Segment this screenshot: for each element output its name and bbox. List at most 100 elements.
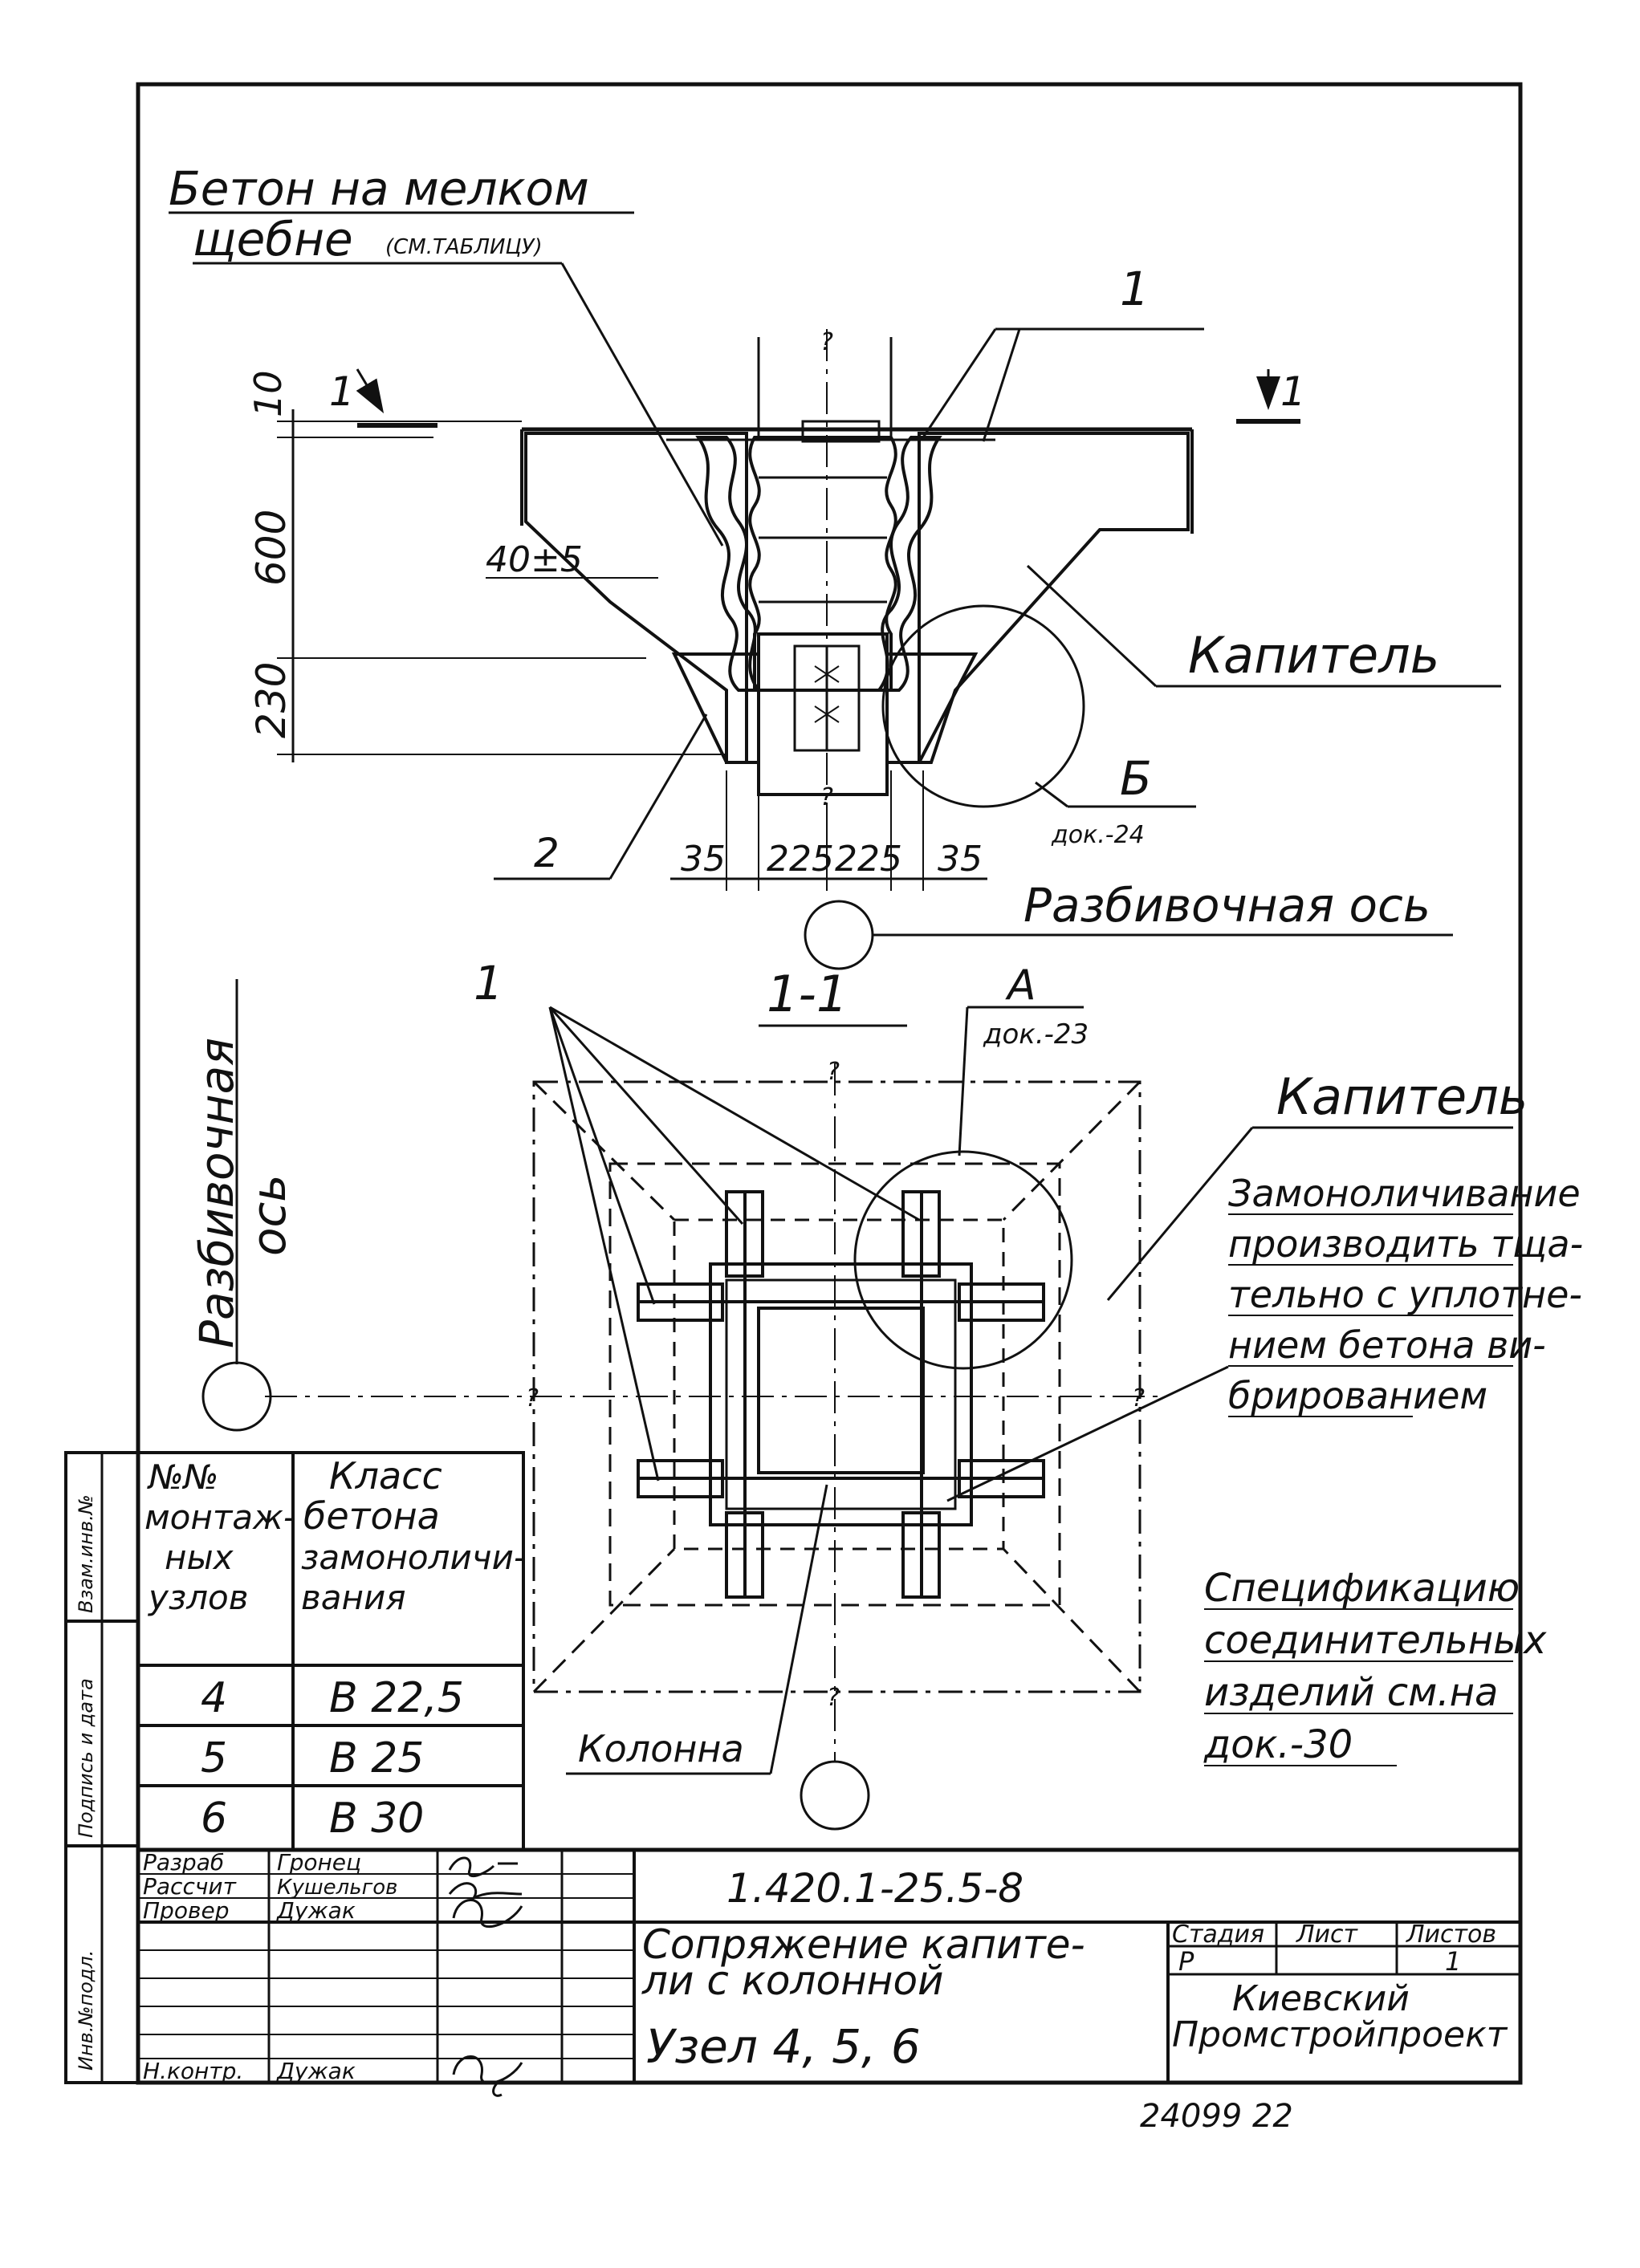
callout-capital-section: Капитель <box>1026 564 1501 688</box>
callout-detail-b: Б док.-24 <box>1051 751 1152 849</box>
grouting-line-5: брированием <box>1228 1374 1487 1417</box>
callout-column: Колонна <box>566 1484 828 1775</box>
dim-225-left: 225 <box>767 839 834 880</box>
table-row-node: 4 <box>201 1674 227 1722</box>
grouting-line-2: производить тща- <box>1228 1222 1583 1266</box>
spec-line-4: док.-30 <box>1203 1722 1353 1767</box>
dim-35-left: 35 <box>681 839 726 880</box>
side-stamp-replace: Взам.инв.№ <box>75 1494 97 1613</box>
pos1-plan-num: 1 <box>474 956 503 1010</box>
name-developer: Гронец <box>277 1849 361 1876</box>
dim-600: 600 <box>248 510 295 586</box>
concrete-ref: (СМ.ТАБЛИЦУ) <box>385 235 543 259</box>
layout-axis-h-label: Разбивочная ось <box>1023 878 1430 933</box>
plan-break-right: ? <box>1132 1384 1145 1412</box>
axis-bubble-bottom <box>800 1760 870 1831</box>
section-mark-left-num: 1 <box>329 368 355 415</box>
sheets-label: Листов <box>1406 1920 1496 1949</box>
dim-230: 230 <box>248 662 295 738</box>
column-label: Колонна <box>578 1727 744 1770</box>
section-mark-1: 1 1 <box>329 368 1306 428</box>
dim-10: 10 <box>246 370 290 417</box>
grouting-line-3: тельно с уплотне- <box>1228 1273 1582 1316</box>
section-mark-right-num: 1 <box>1280 368 1306 415</box>
detail-b-doc: док.-24 <box>1051 821 1145 849</box>
dim-225-right: 225 <box>835 839 902 880</box>
plan-view: 1-1 <box>265 965 1164 1762</box>
signature-checker <box>452 1899 523 1929</box>
layout-axis-top: Разбивочная ось <box>804 878 1453 970</box>
stage-value: Р <box>1178 1946 1194 1977</box>
node-label: Узел 4, 5, 6 <box>646 2019 921 2074</box>
stage-label: Стадия <box>1172 1920 1264 1949</box>
axis-break-top: ? <box>820 328 833 356</box>
plan-section-title: 1-1 <box>767 965 848 1023</box>
connection-plates <box>637 1190 1045 1599</box>
table-row-class: В 25 <box>329 1734 424 1782</box>
callout-pos1-top: 1 <box>922 262 1204 442</box>
org-line-2: Промстройпроект <box>1172 2014 1508 2055</box>
callout-fine-concrete: Бетон на мелком щебне (СМ.ТАБЛИЦУ) <box>169 161 724 547</box>
pos1-top-num: 1 <box>1120 262 1150 316</box>
role-developer: Разраб <box>143 1849 224 1876</box>
table-row-class: В 30 <box>329 1794 424 1843</box>
table-h2-l3: замоноличи- <box>301 1538 526 1577</box>
table-h2-l2: бетона <box>303 1494 440 1538</box>
horizontal-dimensions: 35 225 225 35 <box>670 770 987 891</box>
role-norm-control: Н.контр. <box>143 2058 243 2084</box>
table-h1-l4: узлов <box>147 1578 248 1617</box>
dim-35-right: 35 <box>938 839 983 880</box>
table-h1-l3: ных <box>165 1538 234 1577</box>
side-stamp-inv: Инв.№подл. <box>75 1950 97 2071</box>
plan-break-bottom: ? <box>827 1684 840 1712</box>
axis-bubble-left <box>201 1361 272 1432</box>
archive-number: 24099 22 <box>1140 2098 1293 2135</box>
side-stamp-sign: Подпись и дата <box>75 1678 97 1838</box>
concrete-line1: Бетон на мелком <box>169 161 589 216</box>
dim-40: 40±5 <box>486 539 583 580</box>
spec-line-3: изделий см.на <box>1204 1670 1498 1715</box>
vertical-dimensions: 10 600 230 40±5 <box>246 370 726 762</box>
role-checker: Провер <box>143 1897 229 1924</box>
layout-axis-v-label-2: ось <box>242 1174 296 1256</box>
name-norm-control: Дужак <box>275 2058 356 2084</box>
plan-break-top: ? <box>827 1058 840 1086</box>
layout-axis-v-label-1: Разбивочная <box>189 1038 244 1348</box>
note-spec: Спецификацию соединительных изделий см.н… <box>1203 1566 1547 1767</box>
concrete-line2: щебне <box>193 212 353 266</box>
sheet-code: 1.420.1-25.5-8 <box>726 1865 1023 1912</box>
callout-capital-plan: Капитель <box>1106 1067 1528 1301</box>
table-h2-l4: вания <box>301 1578 406 1617</box>
axis-break-bottom: ? <box>820 783 833 811</box>
callout-pos2: 2 <box>494 713 708 880</box>
signature-calculator <box>448 1882 523 1901</box>
table-row-class: В 22,5 <box>329 1674 464 1722</box>
signature-norm-control <box>452 2055 523 2097</box>
note-grouting: Замоноличивание производить тща- тельно … <box>946 1172 1583 1502</box>
capital-plan-label: Капитель <box>1276 1067 1528 1126</box>
title-block: Разраб Гронец Рассчит Кушельгов Провер Д… <box>136 1847 1523 2097</box>
spec-line-2: соединительных <box>1204 1618 1547 1663</box>
detail-b-label: Б <box>1120 751 1152 806</box>
table-row-node: 5 <box>201 1734 227 1782</box>
side-stamp: Инв.№подл. Подпись и дата Взам.инв.№ <box>64 1451 140 2084</box>
concrete-table: №№ монтаж- ных узлов Класс бетона замоно… <box>136 1451 526 1851</box>
table-row-node: 6 <box>201 1794 227 1843</box>
detail-circle-a <box>853 1150 1073 1370</box>
axis-bubble-top <box>804 900 874 970</box>
detail-a-doc: док.-23 <box>983 1018 1089 1051</box>
detail-circle-b <box>881 604 1085 808</box>
org-line-1: Киевский <box>1232 1978 1410 2019</box>
title-line-2: ли с колонной <box>641 1957 944 2004</box>
sheets-value: 1 <box>1445 1946 1461 1977</box>
section-view: ? ? <box>520 328 1196 891</box>
signature-developer <box>448 1856 518 1878</box>
sheet-label: Лист <box>1296 1920 1359 1949</box>
table-h1-l2: монтаж- <box>144 1498 295 1537</box>
pos2-num: 2 <box>534 830 560 876</box>
detail-a-label: А <box>1005 961 1036 1010</box>
layout-axis-left: Разбивочная ось <box>189 979 870 1831</box>
callout-detail-a: А док.-23 <box>958 961 1089 1156</box>
spec-line-1: Спецификацию <box>1204 1566 1520 1611</box>
